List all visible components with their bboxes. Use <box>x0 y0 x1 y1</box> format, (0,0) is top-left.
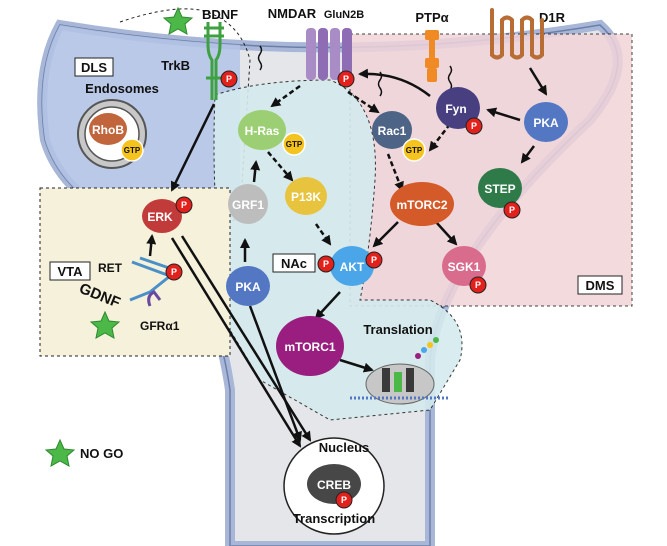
gdnf-star-icon <box>89 310 121 339</box>
svg-text:STEP: STEP <box>484 182 515 196</box>
svg-text:CREB: CREB <box>317 478 351 492</box>
svg-text:P: P <box>471 121 477 131</box>
endosomes-label: Endosomes <box>85 81 159 96</box>
svg-text:P: P <box>371 255 377 265</box>
akt-protein: AKT <box>330 246 374 286</box>
svg-text:H-Ras: H-Ras <box>245 124 280 138</box>
svg-text:ERK: ERK <box>147 210 173 224</box>
rac1-gtp-badge: GTP <box>402 138 426 162</box>
erk-phospho-badge: P <box>175 196 193 214</box>
step-phospho-badge: P <box>503 201 521 219</box>
svg-text:NAc: NAc <box>281 256 307 271</box>
rhob-protein: RhoB <box>89 113 127 145</box>
svg-text:RhoB: RhoB <box>92 123 124 137</box>
d1r-label: D1R <box>539 10 566 25</box>
transcription-label: Transcription <box>293 511 375 526</box>
translation-label: Translation <box>363 322 432 337</box>
sgk1-phospho-badge: P <box>469 276 487 294</box>
gfra1-label: GFRα1 <box>140 319 180 333</box>
svg-text:P: P <box>323 259 329 269</box>
ret-phospho-badge: P <box>165 263 183 281</box>
p13k-protein: P13K <box>285 177 327 215</box>
mtorc1-protein: mTORC1 <box>276 316 344 376</box>
trkb-receptor <box>204 22 224 100</box>
svg-text:P: P <box>171 267 177 277</box>
vta-label: VTA <box>49 261 91 281</box>
h-ras-gtp-badge: GTP <box>282 132 306 156</box>
svg-text:DMS: DMS <box>586 278 615 293</box>
nmdar-channel <box>306 28 352 80</box>
step-protein: STEP <box>478 168 522 208</box>
ptpa-receptor <box>425 30 439 82</box>
svg-text:GTP: GTP <box>286 140 303 149</box>
svg-text:Rac1: Rac1 <box>378 124 407 138</box>
fyn-protein: Fyn <box>436 87 480 129</box>
nucleus-label: Nucleus <box>319 440 370 455</box>
svg-text:mTORC2: mTORC2 <box>396 198 447 212</box>
svg-text:AKT: AKT <box>340 260 365 274</box>
svg-text:P13K: P13K <box>291 190 321 204</box>
bdnf-label: BDNF <box>202 7 238 22</box>
akt-phospho-badge: P <box>317 255 335 273</box>
trkb-phospho-badge: P <box>220 70 238 88</box>
sgk1-protein: SGK1 <box>442 246 486 286</box>
pka-dms-protein: PKA <box>524 102 568 142</box>
pka-nac-protein: PKA <box>226 266 270 306</box>
svg-text:PKA: PKA <box>235 280 261 294</box>
rhob-gtp-badge: GTP <box>120 138 144 162</box>
akt-phospho-badge-2: P <box>365 251 383 269</box>
dms-label: DMS <box>577 275 623 295</box>
bdnf-star-icon <box>162 6 194 35</box>
dls-label: DLS <box>74 57 114 77</box>
trkb-label: TrkB <box>161 58 190 73</box>
svg-text:P: P <box>475 280 481 290</box>
ptpa-label: PTPα <box>415 10 448 25</box>
svg-text:mTORC1: mTORC1 <box>284 340 335 354</box>
fyn-phospho-badge: P <box>465 117 483 135</box>
grf1-protein: GRF1 <box>228 184 268 224</box>
creb-phospho-badge: P <box>335 491 353 509</box>
nmdar-phospho-badge: P <box>337 70 355 88</box>
svg-text:P: P <box>181 200 187 210</box>
rac1-protein: Rac1 <box>372 111 412 149</box>
ribosome-icon <box>350 337 450 405</box>
svg-text:VTA: VTA <box>57 264 83 279</box>
nmdar-label: NMDAR <box>268 6 317 21</box>
h-ras-protein: H-Ras <box>238 110 286 150</box>
svg-text:P: P <box>343 74 349 84</box>
d1r-receptor <box>490 8 544 60</box>
ret-label: RET <box>98 261 123 275</box>
svg-text:GTP: GTP <box>406 146 423 155</box>
svg-text:P: P <box>509 205 515 215</box>
glun2b-label: GluN2B <box>324 9 364 21</box>
erk-protein: ERK <box>142 199 182 233</box>
svg-text:P: P <box>226 74 232 84</box>
svg-text:GRF1: GRF1 <box>232 198 264 212</box>
pathway-arrows <box>146 67 548 448</box>
creb-protein: CREB <box>307 464 361 504</box>
svg-text:PKA: PKA <box>533 116 559 130</box>
mtorc2-protein: mTORC2 <box>390 182 454 226</box>
no-go-star-icon <box>44 438 76 467</box>
nac-label: NAc <box>272 253 316 273</box>
svg-text:GTP: GTP <box>124 146 141 155</box>
svg-text:Fyn: Fyn <box>445 102 466 116</box>
svg-text:DLS: DLS <box>81 60 107 75</box>
no-go-legend-label: NO GO <box>80 446 123 461</box>
svg-text:SGK1: SGK1 <box>448 260 481 274</box>
svg-text:P: P <box>341 495 347 505</box>
gfra1-receptor <box>147 290 162 307</box>
